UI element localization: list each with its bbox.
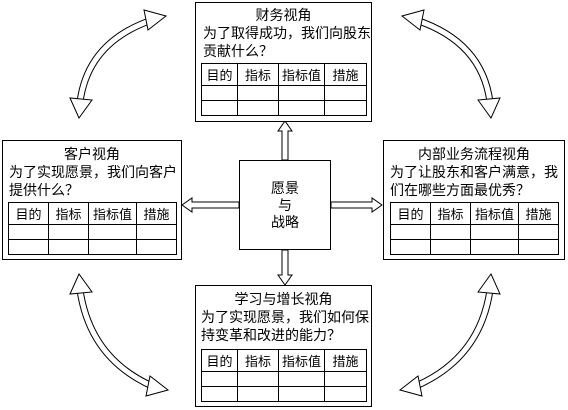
internal-header-initiative: 措施 xyxy=(518,202,559,225)
center-line-vision: 愿景 xyxy=(271,181,299,197)
internal-title: 内部业务流程视角 xyxy=(418,147,530,163)
financial-header-initiative: 措施 xyxy=(324,63,367,86)
customer-header-measure: 指标 xyxy=(48,202,89,225)
internal-header-objective: 目的 xyxy=(390,202,431,225)
table-row xyxy=(8,239,177,255)
curved-arrow-bottom-right xyxy=(398,273,501,397)
learning-header-initiative: 措施 xyxy=(324,349,367,372)
learning-header-target: 指标值 xyxy=(278,349,325,372)
financial-question-line2: 贡献什么？ xyxy=(203,44,273,60)
table-row xyxy=(390,224,559,240)
internal-process-perspective-box: 内部业务流程视角 为了让股东和客户满意，我 们在哪些方面最优秀？ 目的 指标 指… xyxy=(383,140,565,260)
internal-header-measure: 指标 xyxy=(430,202,471,225)
center-line-strategy: 战略 xyxy=(271,215,299,231)
internal-table: 目的 指标 指标值 措施 xyxy=(390,202,559,255)
financial-question-line1: 为了取得成功，我们向股东 xyxy=(203,26,371,42)
table-row xyxy=(8,224,177,240)
center-line-and: 与 xyxy=(278,198,292,214)
customer-question-line1: 为了实现愿景，我们向客户 xyxy=(9,165,177,181)
learning-growth-perspective-box: 学习与增长视角 为了实现愿景，我们如何保 持变革和改进的能力？ 目的 指标 指标… xyxy=(195,285,372,407)
internal-question-line2: 们在哪些方面最优秀？ xyxy=(390,183,530,199)
curved-arrow-top-left xyxy=(69,9,168,119)
customer-header-target: 指标值 xyxy=(88,202,137,225)
customer-title: 客户视角 xyxy=(64,147,120,163)
curved-arrow-bottom-left xyxy=(69,273,170,397)
arrow-center-to-internal xyxy=(330,197,383,213)
table-row xyxy=(390,239,559,255)
customer-header-objective: 目的 xyxy=(8,202,49,225)
arrow-center-to-customer xyxy=(181,197,240,213)
arrow-center-to-financial xyxy=(277,120,293,161)
table-row xyxy=(201,371,367,387)
learning-header-measure: 指标 xyxy=(237,349,279,372)
table-row xyxy=(201,386,367,402)
financial-title: 财务视角 xyxy=(255,8,312,24)
financial-header-objective: 目的 xyxy=(201,63,238,86)
customer-perspective-box: 客户视角 为了实现愿景，我们向客户 提供什么？ 目的 指标 指标值 措施 xyxy=(2,140,182,260)
internal-question-line1: 为了让股东和客户满意，我 xyxy=(390,165,558,181)
customer-table: 目的 指标 指标值 措施 xyxy=(8,202,177,255)
vision-strategy-box: 愿景 与 战略 xyxy=(239,160,331,250)
learning-header-objective: 目的 xyxy=(201,349,238,372)
table-row xyxy=(201,100,367,116)
learning-question-line2: 持变革和改进的能力？ xyxy=(201,328,341,344)
internal-header-target: 指标值 xyxy=(470,202,519,225)
curved-arrow-top-right xyxy=(400,9,501,119)
learning-title: 学习与增长视角 xyxy=(234,292,333,308)
table-row xyxy=(201,85,367,101)
learning-table: 目的 指标 指标值 措施 xyxy=(201,349,367,402)
financial-header-measure: 指标 xyxy=(237,63,279,86)
customer-question-line2: 提供什么？ xyxy=(9,183,79,199)
financial-table: 目的 指标 指标值 措施 xyxy=(201,63,367,116)
learning-question-line1: 为了实现愿景，我们如何保 xyxy=(201,310,369,326)
financial-perspective-box: 财务视角 为了取得成功，我们向股东 贡献什么？ 目的 指标 指标值 措施 xyxy=(195,2,372,122)
arrow-center-to-learning xyxy=(277,249,293,286)
customer-header-initiative: 措施 xyxy=(136,202,177,225)
financial-header-target: 指标值 xyxy=(278,63,325,86)
